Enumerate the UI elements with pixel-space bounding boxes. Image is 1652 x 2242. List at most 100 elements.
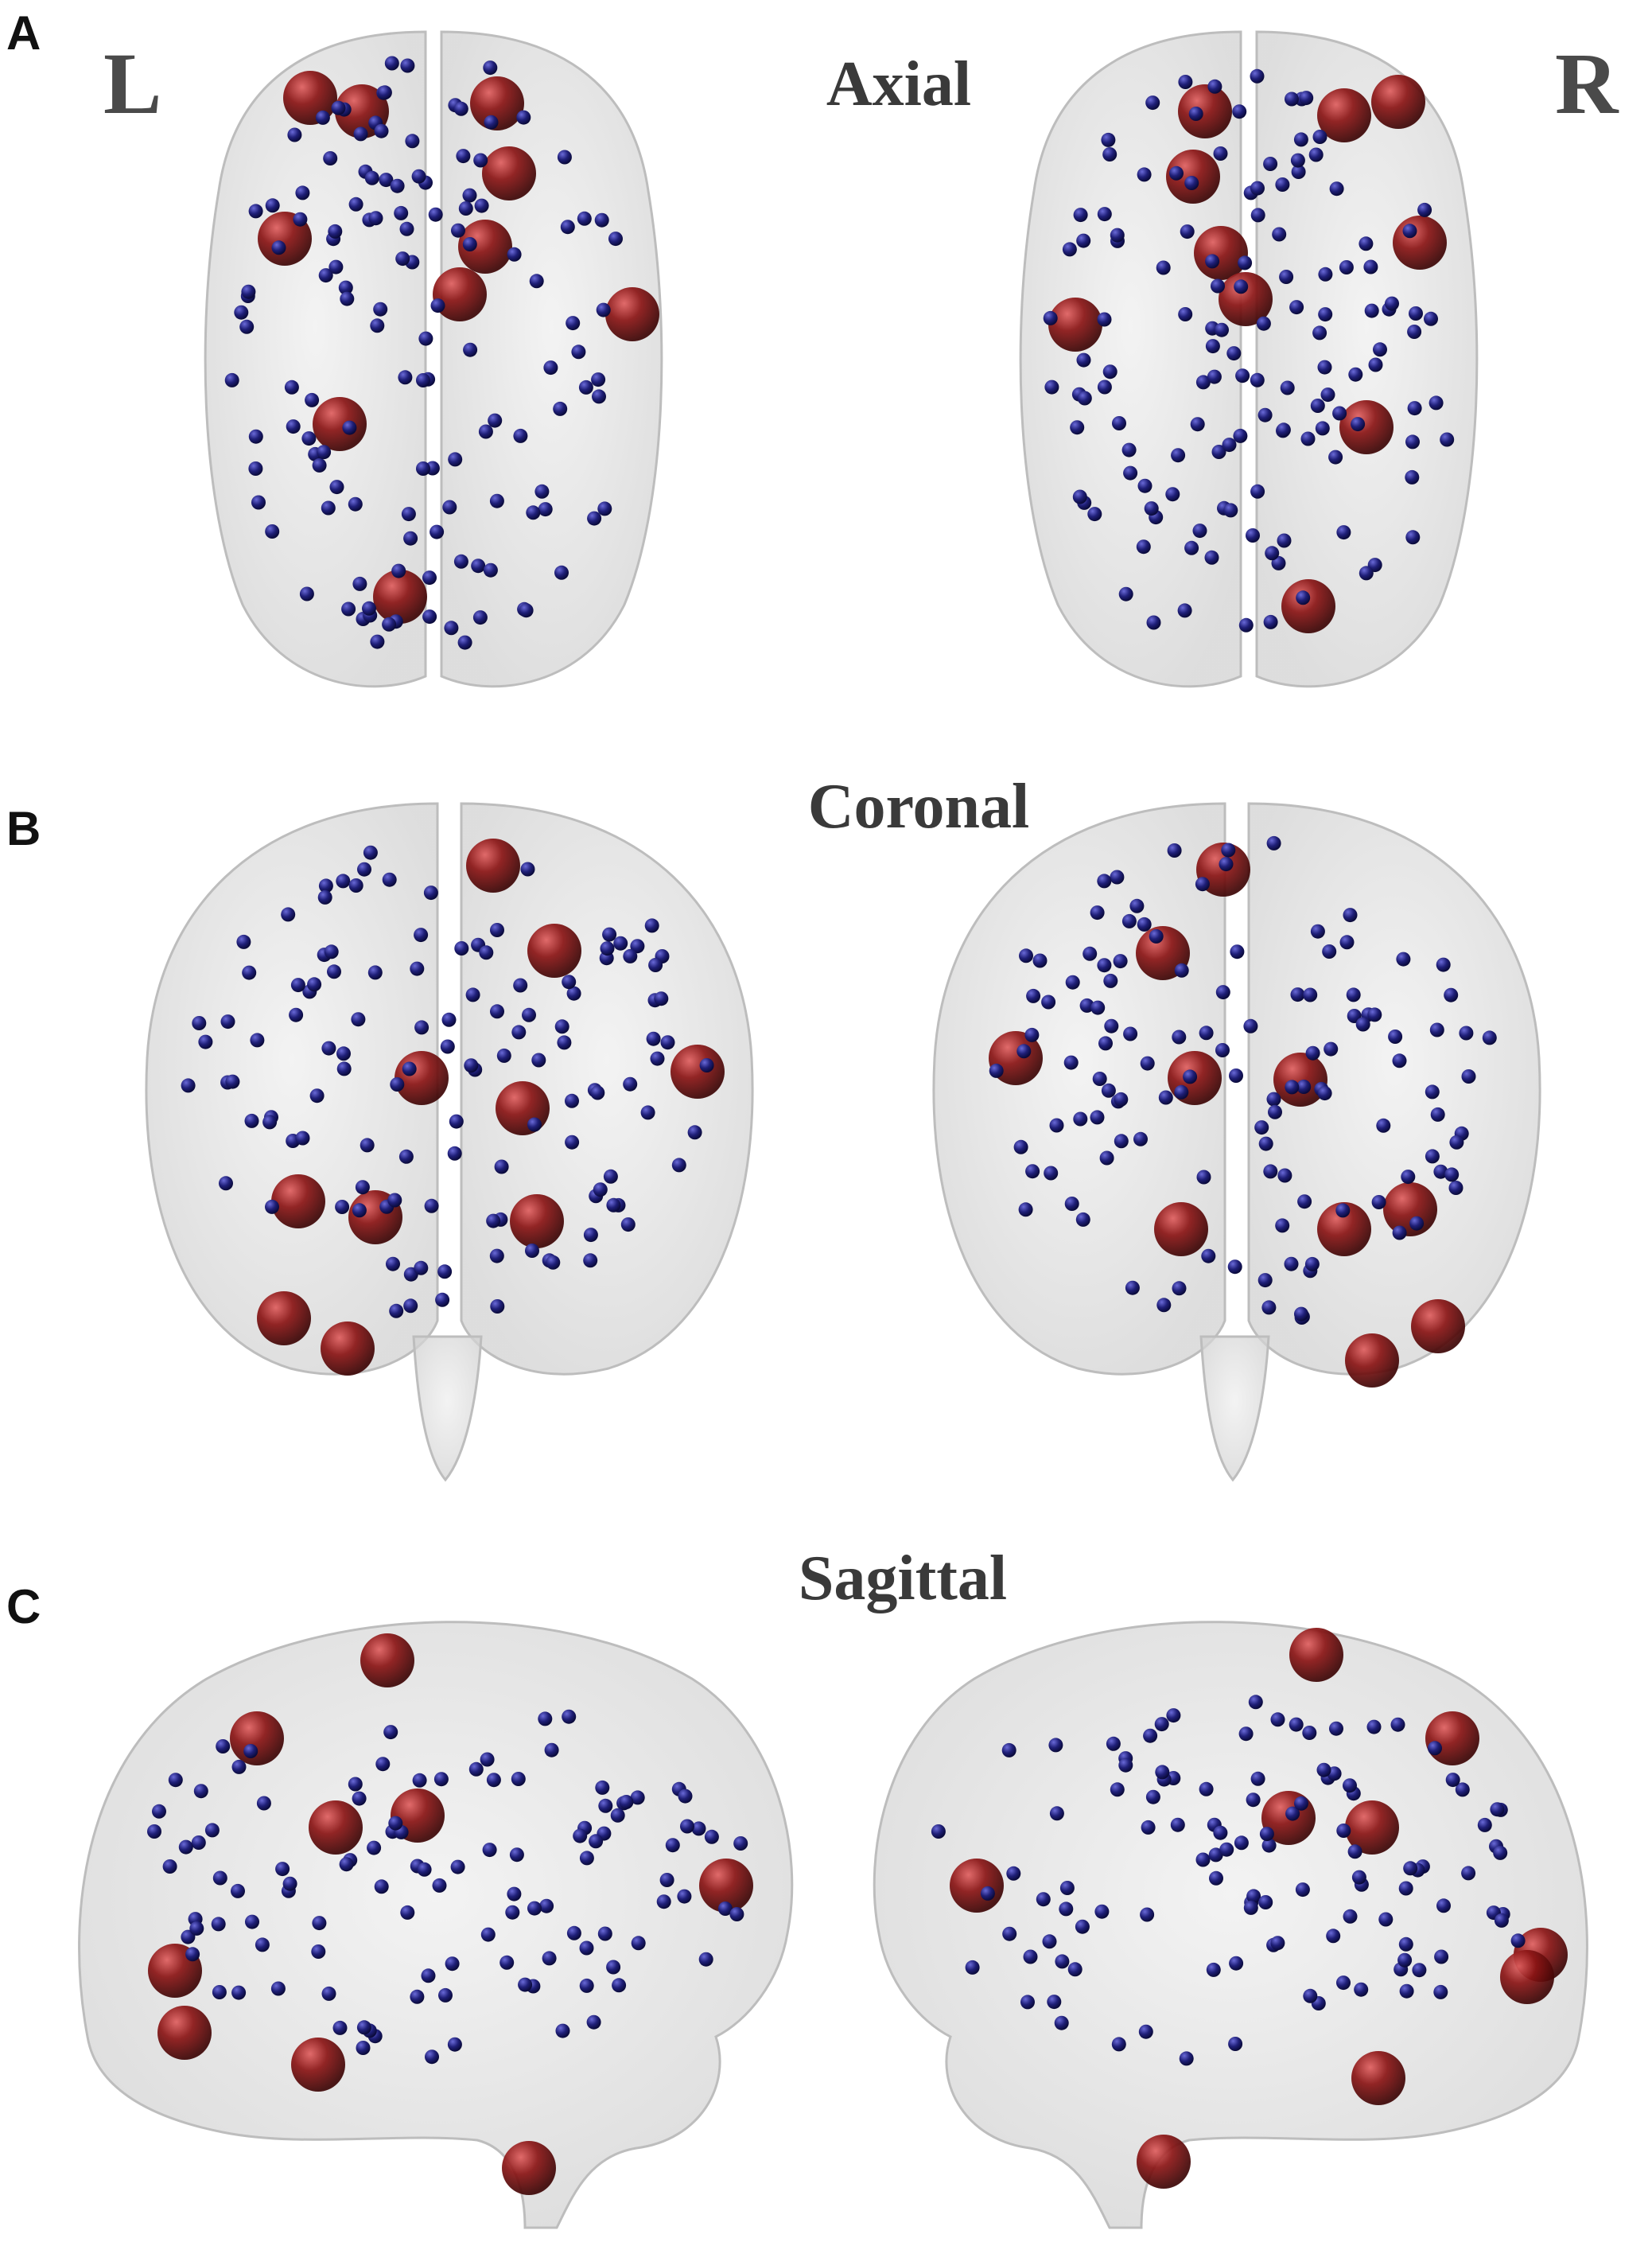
hub-node — [1281, 579, 1335, 633]
regular-node — [1201, 1248, 1216, 1263]
regular-node — [1429, 1022, 1444, 1037]
regular-node — [1312, 325, 1327, 341]
hub-node — [313, 397, 367, 451]
brain-outlines — [78, 30, 1588, 2229]
hemisphere-label-right: R — [1555, 35, 1619, 132]
regular-node — [680, 1819, 694, 1834]
regular-node — [490, 923, 504, 937]
regular-node — [1042, 1934, 1057, 1949]
hub-node — [1154, 1202, 1208, 1256]
regular-node — [1405, 469, 1420, 485]
regular-node — [1215, 1043, 1230, 1057]
regular-node — [1207, 369, 1222, 384]
hub-node — [1393, 216, 1447, 270]
regular-node — [248, 429, 263, 444]
regular-node — [1440, 432, 1455, 447]
regular-node — [1367, 1007, 1382, 1022]
regular-node — [479, 945, 494, 960]
regular-node — [1097, 312, 1112, 327]
regular-node — [1347, 1844, 1362, 1859]
regular-node — [1385, 296, 1399, 311]
hub-node — [950, 1859, 1004, 1913]
regular-node — [1055, 1954, 1070, 1969]
regular-node — [442, 500, 457, 515]
regular-node — [1113, 954, 1128, 969]
regular-node — [1402, 224, 1417, 239]
regular-node — [1234, 279, 1249, 294]
regular-node — [1250, 372, 1265, 387]
regular-node — [597, 1926, 612, 1941]
regular-node — [395, 251, 410, 267]
regular-node — [1158, 1090, 1173, 1105]
regular-node — [1097, 958, 1112, 973]
hub-node — [230, 1711, 284, 1765]
regular-node — [1312, 130, 1327, 144]
regular-node — [1363, 259, 1378, 274]
regular-node — [1044, 380, 1059, 395]
regular-node — [1407, 401, 1422, 416]
regular-node — [1343, 1778, 1357, 1793]
regular-node — [1318, 307, 1333, 322]
regular-node — [1026, 988, 1041, 1003]
regular-node — [189, 1921, 204, 1936]
regular-node — [606, 1197, 621, 1212]
regular-node — [1433, 1984, 1448, 1999]
regular-node — [566, 1925, 581, 1940]
regular-node — [1141, 1820, 1156, 1835]
regular-node — [623, 1076, 638, 1092]
regular-node — [612, 1978, 627, 1993]
regular-node — [1102, 147, 1118, 162]
regular-node — [1294, 1796, 1308, 1811]
regular-node — [579, 1978, 594, 1993]
regular-node — [315, 110, 330, 125]
regular-node — [1351, 417, 1366, 432]
regular-node — [1417, 202, 1432, 217]
regular-node — [433, 1772, 449, 1787]
regular-node — [468, 1761, 484, 1777]
regular-node — [1366, 1719, 1382, 1734]
regular-node — [416, 373, 430, 387]
regular-node — [1304, 1256, 1320, 1271]
regular-node — [1178, 75, 1193, 89]
regular-node — [458, 201, 473, 216]
regular-node — [332, 2020, 348, 2035]
regular-node — [1246, 1889, 1261, 1904]
regular-node — [356, 2041, 371, 2055]
hub-node — [1317, 1202, 1371, 1256]
hub-node — [257, 1291, 311, 1345]
regular-node — [480, 1927, 496, 1942]
regular-node — [1090, 1110, 1105, 1125]
regular-node — [1215, 322, 1229, 337]
regular-node — [1097, 380, 1112, 395]
regular-node — [204, 1823, 220, 1838]
regular-node — [262, 1115, 278, 1130]
hub-node — [157, 2006, 212, 2060]
regular-node — [265, 1199, 279, 1214]
regular-node — [1196, 1170, 1211, 1185]
regular-node — [410, 1989, 425, 2004]
regular-node — [1192, 524, 1207, 539]
regular-node — [1121, 442, 1137, 457]
regular-node — [704, 1829, 719, 1844]
regular-node — [445, 1956, 460, 1971]
regular-node — [1326, 1929, 1341, 1944]
regular-node — [336, 874, 351, 889]
regular-node — [1036, 1892, 1051, 1907]
regular-node — [965, 1960, 980, 1975]
regular-node — [1403, 1861, 1418, 1876]
regular-node — [1171, 448, 1186, 463]
regular-node — [691, 1821, 706, 1836]
regular-node — [388, 1816, 403, 1831]
regular-node — [1329, 1721, 1343, 1736]
regular-node — [1106, 1736, 1121, 1751]
regular-node — [1102, 364, 1118, 380]
regular-node — [1376, 1118, 1391, 1133]
regular-node — [422, 609, 437, 625]
regular-node — [1392, 1225, 1407, 1240]
view-title-sagittal: Sagittal — [799, 1543, 1007, 1613]
regular-node — [1459, 1026, 1474, 1041]
regular-node — [678, 1789, 693, 1804]
regular-node — [219, 1176, 233, 1191]
regular-node — [1248, 1695, 1263, 1710]
